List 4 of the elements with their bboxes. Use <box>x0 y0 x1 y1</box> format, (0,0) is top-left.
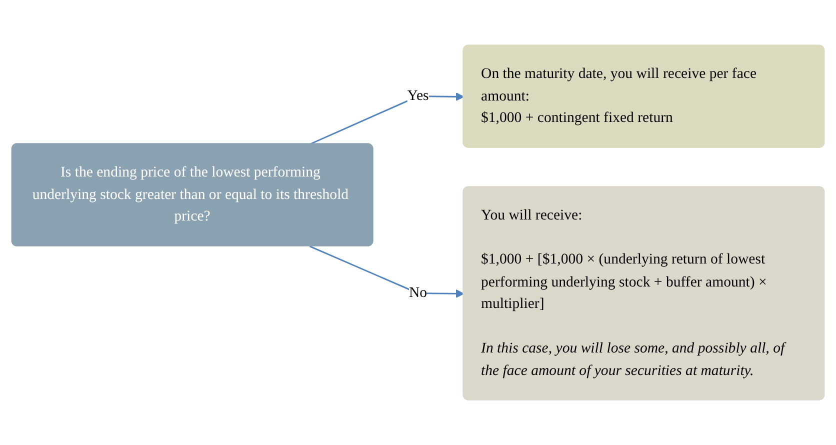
arrow <box>309 246 464 298</box>
edge-label: Yes <box>407 88 429 104</box>
arrow <box>309 92 464 145</box>
edge-label: No <box>408 285 428 301</box>
